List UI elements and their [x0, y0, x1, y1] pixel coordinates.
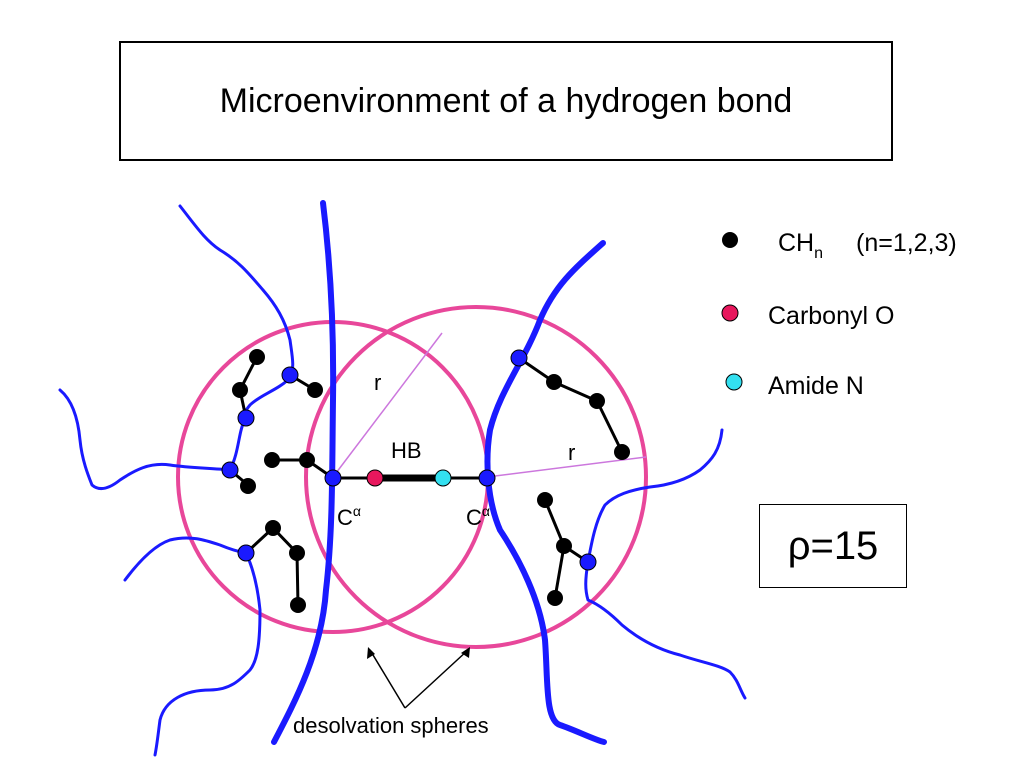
ch-atoms [232, 349, 630, 613]
c-alpha-sup: α [482, 503, 490, 519]
rho-value: =15 [810, 523, 879, 568]
ch-atom [289, 545, 305, 561]
backbone-atom [510, 349, 528, 367]
backbone-chains [58, 200, 747, 757]
c-alpha-base: C [337, 505, 353, 530]
desolvation-arrows [369, 649, 469, 709]
legend: CHn (n=1,2,3) Carbonyl O Amide N [721, 229, 957, 400]
c-alpha-sup: α [353, 503, 361, 519]
backbone-center-right [484, 240, 607, 745]
legend-amide-dot [725, 373, 743, 391]
ch-atom [556, 538, 572, 554]
ch-atom [546, 374, 562, 390]
ch-atom [265, 520, 281, 536]
arrow-heads [367, 647, 470, 659]
legend-ch-dot [722, 232, 738, 248]
ch-atom [264, 452, 280, 468]
backbone-atom [579, 553, 597, 571]
side-chain-right-1 [517, 356, 624, 454]
rho-symbol: ρ [787, 523, 811, 568]
side-chain-left-5 [244, 525, 300, 607]
solvent-chain-far-left [58, 388, 232, 491]
ch-atom [589, 393, 605, 409]
hb-label: HB [391, 438, 422, 463]
legend-carbonyl-label: Carbonyl O [768, 302, 894, 330]
c-alpha-left-atom [324, 469, 342, 487]
arrow-head-right [461, 647, 470, 658]
arrow-head-left [367, 647, 375, 659]
legend-carbonyl-dot [721, 304, 739, 322]
page-title: Microenvironment of a hydrogen bond [219, 81, 793, 120]
ch-atom [307, 382, 323, 398]
ch-atom [240, 478, 256, 494]
legend-ch-note: (n=1,2,3) [856, 229, 957, 257]
c-alpha-right-atom [478, 469, 496, 487]
carbonyl-o-atom [366, 469, 384, 487]
legend-ch-sub: n [814, 245, 823, 262]
c-alpha-label-left: Cα [337, 503, 361, 530]
desolvation-label: desolvation spheres [293, 713, 489, 738]
arrow-line [404, 649, 469, 709]
ch-atom [547, 590, 563, 606]
solvent-chain-lower-left [123, 536, 262, 757]
ch-atom [249, 349, 265, 365]
ch-atom [614, 444, 630, 460]
amide-n-atom [434, 469, 452, 487]
desolvation-sphere-right [304, 305, 648, 649]
radius-label-right: r [568, 440, 575, 465]
ch-atom [299, 452, 315, 468]
arrow-line [369, 649, 406, 709]
backbone-atoms [221, 349, 597, 571]
legend-ch-label: CHn [778, 229, 823, 262]
backbone-atom [237, 544, 255, 562]
backbone-atom [237, 409, 255, 427]
side-chain-right-3 [553, 544, 566, 600]
radius-line-left [332, 332, 443, 478]
rho-box: ρ=15 [759, 504, 907, 588]
ch-atom [537, 492, 553, 508]
backbone-atom [281, 366, 299, 384]
ch-atom [290, 597, 306, 613]
legend-ch-base: CH [778, 229, 814, 257]
c-alpha-label-right: Cα [466, 503, 490, 530]
backbone-atom [221, 461, 239, 479]
solvent-chain-upper-left [178, 204, 295, 380]
radius-line-right [486, 456, 647, 478]
c-alpha-base: C [466, 505, 482, 530]
ch-atom [232, 382, 248, 398]
title-box: Microenvironment of a hydrogen bond [119, 41, 893, 161]
radius-label-left: r [374, 370, 381, 395]
solvent-chain-right [584, 428, 747, 700]
legend-amide-label: Amide N [768, 372, 864, 400]
